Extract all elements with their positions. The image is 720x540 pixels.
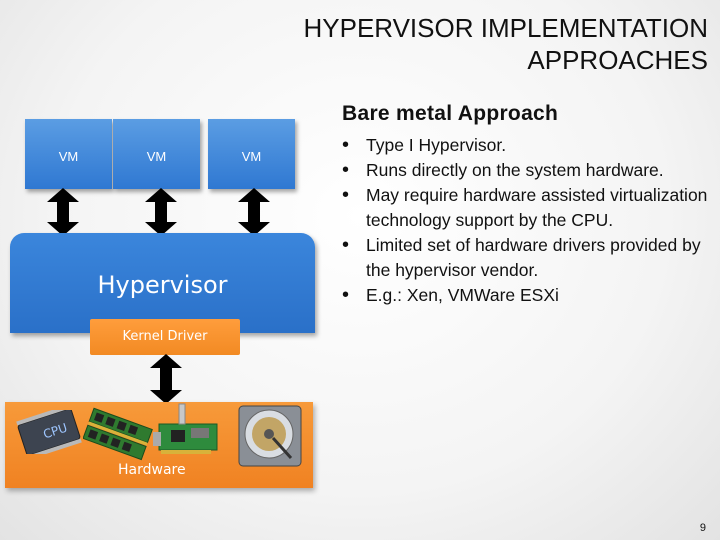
network-card-icon: [153, 403, 218, 454]
bullet-text: Limited set of hardware drivers provided…: [366, 235, 701, 280]
bullet-text: E.g.: Xen, VMWare ESXi: [366, 285, 559, 305]
bullet-dot: •: [342, 234, 350, 256]
section-subtitle: Bare metal Approach: [342, 102, 559, 125]
vm-box-2: VM: [113, 119, 200, 189]
bullet-text: May require hardware assisted virtualiza…: [366, 185, 708, 230]
hard-drive-icon: [238, 405, 302, 467]
bullet-list: • Type I Hypervisor. • Runs directly on th…: [340, 133, 715, 308]
hypervisor-block: Hypervisor: [10, 233, 315, 333]
bullet-item: • E.g.: Xen, VMWare ESXi: [340, 283, 715, 308]
double-arrow-icon: [238, 188, 270, 236]
bullet-item: • Runs directly on the system hardware.: [340, 158, 715, 183]
bullet-item: • May require hardware assisted virtualiz…: [340, 183, 715, 233]
bullet-dot: •: [342, 184, 350, 206]
double-arrow-icon: [150, 354, 182, 404]
kernel-driver-block: Kernel Driver: [90, 319, 240, 355]
bullet-text: Type I Hypervisor.: [366, 135, 507, 155]
page-number: 9: [699, 522, 706, 534]
hardware-block: CPU: [5, 402, 313, 488]
bullet-dot: •: [342, 134, 350, 156]
bullet-item: • Limited set of hardware drivers provide…: [340, 233, 715, 283]
bullet-dot: •: [342, 159, 350, 181]
cpu-chip-icon: CPU: [16, 410, 82, 454]
slide-title: HYPERVISOR IMPLEMENTATION APPROACHES: [248, 12, 708, 76]
bullet-text: Runs directly on the system hardware.: [366, 160, 664, 180]
vm-box-1: VM: [25, 119, 112, 189]
vm-box-3: VM: [208, 119, 295, 189]
bullet-dot: •: [342, 284, 350, 306]
hardware-label: Hardware: [118, 462, 186, 478]
title-line-2: APPROACHES: [527, 45, 708, 75]
bullet-item: • Type I Hypervisor.: [340, 133, 715, 158]
ram-module-icon: [83, 407, 153, 461]
double-arrow-icon: [47, 188, 79, 236]
title-line-1: HYPERVISOR IMPLEMENTATION: [303, 13, 708, 43]
hypervisor-label: Hypervisor: [97, 271, 228, 299]
double-arrow-icon: [145, 188, 177, 236]
